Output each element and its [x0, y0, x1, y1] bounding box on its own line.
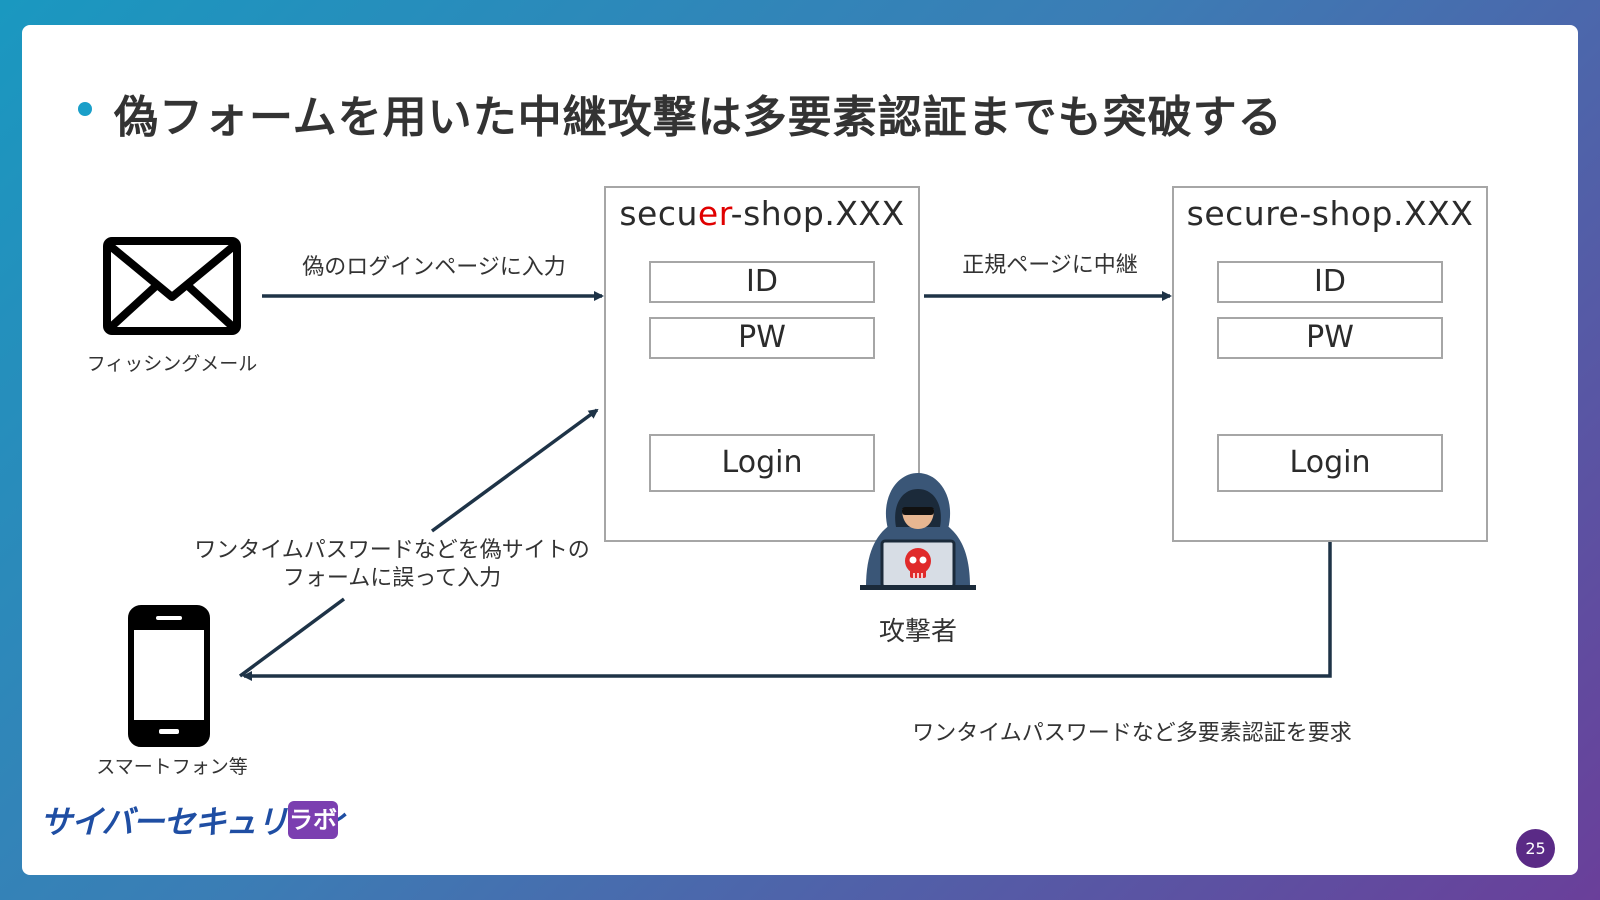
input-fake-login-label: 偽のログインページに入力	[302, 255, 566, 280]
fake-site-url: secuer-shop.XXX	[619, 194, 905, 233]
slide-title: 偽フォームを用いた中継攻撃は多要素認証までも突破する	[114, 92, 1283, 143]
typo-highlight: er	[697, 194, 731, 233]
real-login-button[interactable]: Login	[1217, 434, 1443, 492]
flow-arrows	[238, 291, 1332, 681]
real-pw-field[interactable]: PW	[1217, 317, 1443, 359]
brand-logo-badge: ラボ	[288, 801, 338, 839]
otp-mistake-label: ワンタイムパスワードなどを偽サイトの フォームに誤って入力	[194, 538, 590, 591]
arrow-phone-to-fake-lower	[238, 597, 346, 678]
fake-pw-field[interactable]: PW	[649, 317, 875, 359]
smartphone-icon	[128, 605, 210, 747]
mfa-request-label: ワンタイムパスワードなど多要素認証を要求	[912, 721, 1352, 746]
real-id-field[interactable]: ID	[1217, 261, 1443, 303]
real-site-url: secure-shop.XXX	[1186, 194, 1474, 233]
page-number-badge: 25	[1516, 829, 1555, 868]
relay-label: 正規ページに中継	[962, 253, 1138, 278]
bullet-icon	[78, 102, 92, 116]
arrow-phone-to-fake-upper	[430, 408, 599, 533]
phishing-mail-label: フィッシングメール	[86, 353, 258, 375]
fake-login-button[interactable]: Login	[649, 434, 875, 492]
fake-id-field[interactable]: ID	[649, 261, 875, 303]
arrow-real-to-phone	[242, 542, 1332, 681]
slide: 偽フォームを用いた中継攻撃は多要素認証までも突破する フィッシングメール 偽のロ…	[22, 25, 1578, 875]
attacker-label: 攻撃者	[878, 617, 957, 647]
smartphone-label: スマートフォン等	[96, 756, 248, 778]
skull-icon	[905, 548, 931, 578]
real-site-window: secure-shop.XXX ID PW Login	[1172, 186, 1488, 542]
envelope-icon	[103, 237, 241, 335]
hacker-icon	[860, 473, 976, 590]
fake-site-window: secuer-shop.XXX ID PW Login	[604, 186, 920, 542]
